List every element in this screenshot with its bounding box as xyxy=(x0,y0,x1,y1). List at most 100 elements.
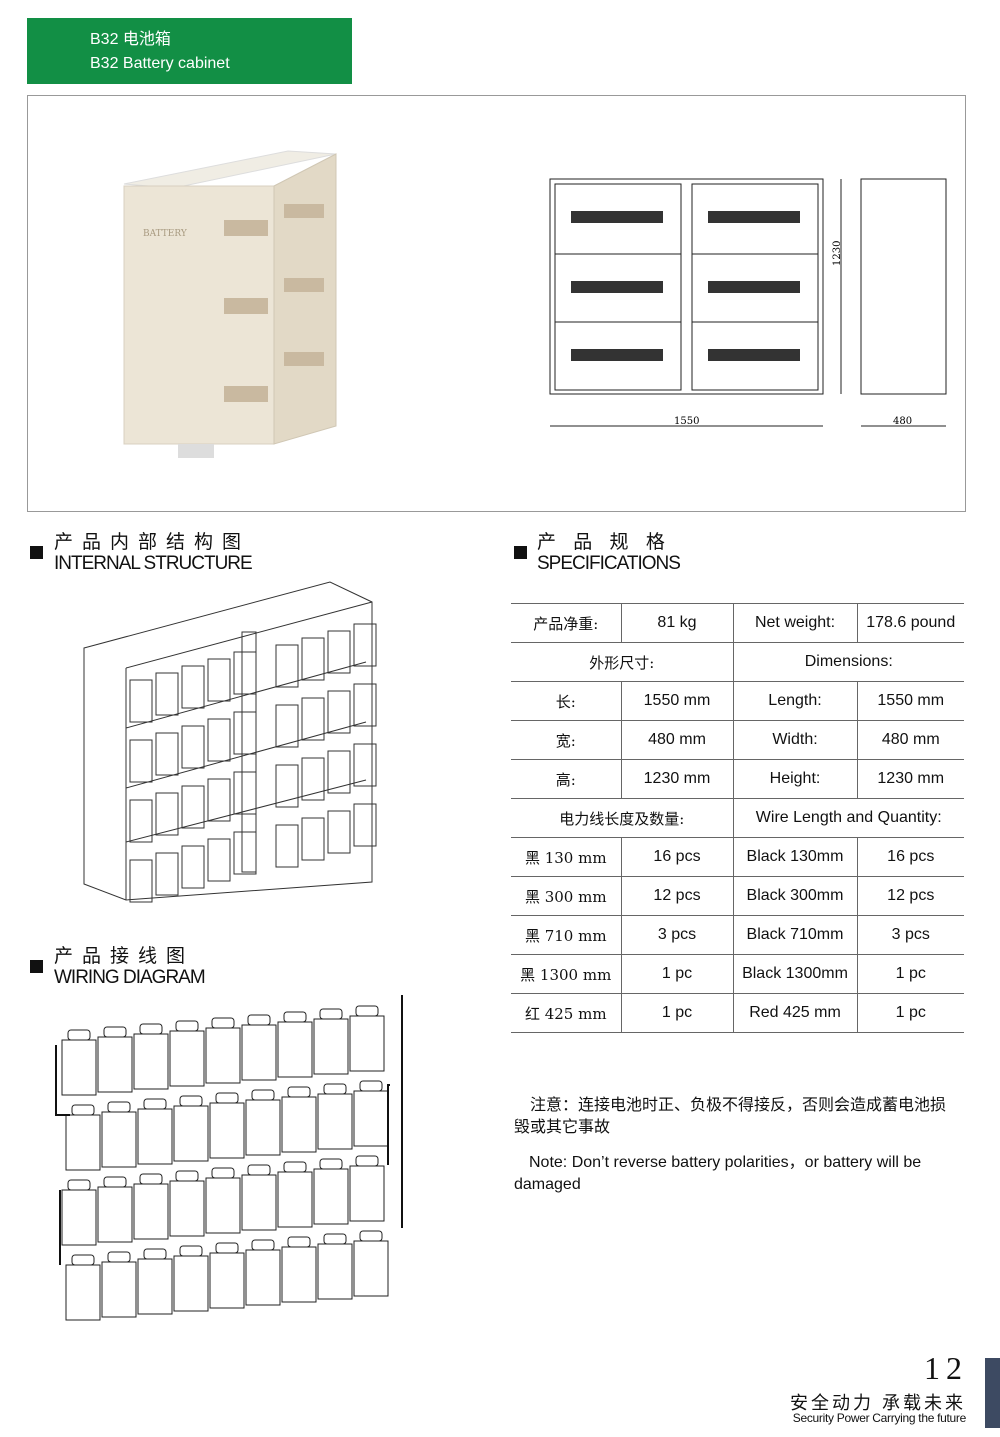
spec-cell: 宽: xyxy=(511,720,621,760)
battery-cell xyxy=(327,690,351,734)
battery-cell xyxy=(155,852,179,896)
battery-handle xyxy=(323,1083,347,1095)
bullet-square xyxy=(30,546,43,559)
battery-cell xyxy=(155,672,179,716)
battery-handle xyxy=(211,1017,235,1029)
battery-cell xyxy=(173,1255,209,1312)
spec-cell: 1230 mm xyxy=(620,759,733,799)
battery-cell xyxy=(65,1264,101,1321)
battery-handle xyxy=(71,1104,95,1116)
note-cn: 注意：连接电池时正、负极不得接反，否则会造成蓄电池损毁或其它事故 xyxy=(514,1095,947,1136)
spec-cell: 1 pc xyxy=(620,993,733,1033)
battery-handle xyxy=(175,1170,199,1182)
spec-cell: 1550 mm xyxy=(620,681,733,721)
battery-cell xyxy=(301,637,325,681)
spec-cell: 1 pc xyxy=(620,954,733,994)
battery-cell xyxy=(155,732,179,776)
spec-cell: 长: xyxy=(511,681,621,721)
battery-handle xyxy=(67,1029,91,1041)
battery-cell xyxy=(173,1105,209,1162)
battery-cell xyxy=(353,1240,389,1297)
battery-handle xyxy=(103,1026,127,1038)
battery-cell xyxy=(277,1021,313,1078)
battery-cell xyxy=(169,1180,205,1237)
battery-cell xyxy=(207,778,231,822)
battery-handle xyxy=(107,1251,131,1263)
battery-cell xyxy=(129,859,153,903)
battery-handle xyxy=(287,1086,311,1098)
battery-cell xyxy=(317,1093,353,1150)
spec-cell: 黑 710 mm xyxy=(511,915,621,955)
spec-cell: Red 425 mm xyxy=(732,993,857,1033)
spec-cell: 黑 130 mm xyxy=(511,837,621,877)
battery-cell xyxy=(61,1039,97,1096)
battery-handle xyxy=(359,1080,383,1092)
battery-cell xyxy=(233,831,257,875)
battery-cell xyxy=(275,704,299,748)
battery-cell xyxy=(205,1177,241,1234)
battery-cell xyxy=(245,1099,281,1156)
battery-cell xyxy=(275,824,299,868)
spec-cell: 480 mm xyxy=(856,720,964,760)
spec-cell: 黑 300 mm xyxy=(511,876,621,916)
battery-cell xyxy=(129,799,153,843)
battery-cell xyxy=(137,1108,173,1165)
battery-handle xyxy=(323,1233,347,1245)
spec-cell: Length: xyxy=(732,681,857,721)
cabinet-illustration: BATTERY 1550 1230 480 xyxy=(123,150,947,458)
spec-cell: 480 mm xyxy=(620,720,733,760)
internal-structure-title-en: INTERNAL STRUCTURE xyxy=(54,553,253,574)
wiring-diagram-illustration xyxy=(55,995,403,1321)
battery-cell xyxy=(301,697,325,741)
bullet-square xyxy=(30,960,43,973)
battery-cell xyxy=(313,1018,349,1075)
slogan-en: Security Power Carrying the future xyxy=(792,1411,967,1425)
battery-handle xyxy=(283,1011,307,1023)
battery-cell xyxy=(129,739,153,783)
internal-structure-illustration xyxy=(83,581,377,903)
dimension-depth: 480 xyxy=(893,416,912,427)
spec-cell: 1 pc xyxy=(856,993,964,1033)
spec-cell: Wire Length and Quantity: xyxy=(732,798,964,838)
battery-handle xyxy=(287,1236,311,1248)
battery-cell xyxy=(275,764,299,808)
spec-row: 外形尺寸:Dimensions: xyxy=(511,642,964,682)
battery-cell xyxy=(349,1015,385,1072)
spec-cell: Black 1300mm xyxy=(732,954,857,994)
spec-cell: 12 pcs xyxy=(620,876,733,916)
spec-cell: 3 pcs xyxy=(856,915,964,955)
title-en: B32 Battery cabinet xyxy=(90,55,230,72)
battery-cell xyxy=(241,1174,277,1231)
battery-cell xyxy=(209,1252,245,1309)
battery-cell xyxy=(169,1030,205,1087)
battery-cell xyxy=(233,651,257,695)
spec-cell: 16 pcs xyxy=(620,837,733,877)
battery-handle xyxy=(215,1092,239,1104)
battery-cell xyxy=(353,683,377,727)
battery-cell xyxy=(207,658,231,702)
battery-handle xyxy=(355,1005,379,1017)
battery-cell xyxy=(301,817,325,861)
slogan-cn: 安全动力 承载未来 xyxy=(789,1393,966,1413)
spec-cell: 高: xyxy=(511,759,621,799)
battery-handle xyxy=(283,1161,307,1173)
title-banner: B32 电池箱 B32 Battery cabinet xyxy=(27,18,352,84)
wiring-title-cn: 产品接线图 xyxy=(54,946,195,967)
title-cn: B32 电池箱 xyxy=(90,31,171,48)
spec-cell: 16 pcs xyxy=(856,837,964,877)
battery-cell xyxy=(101,1111,137,1168)
spec-cell: 1550 mm xyxy=(856,681,964,721)
battery-cell xyxy=(233,711,257,755)
cabinet-label: BATTERY xyxy=(143,229,188,239)
battery-handle xyxy=(143,1248,167,1260)
battery-cell xyxy=(133,1183,169,1240)
battery-cell xyxy=(61,1189,97,1246)
spec-cell: 外形尺寸: xyxy=(511,642,733,682)
spec-cell: Height: xyxy=(732,759,857,799)
